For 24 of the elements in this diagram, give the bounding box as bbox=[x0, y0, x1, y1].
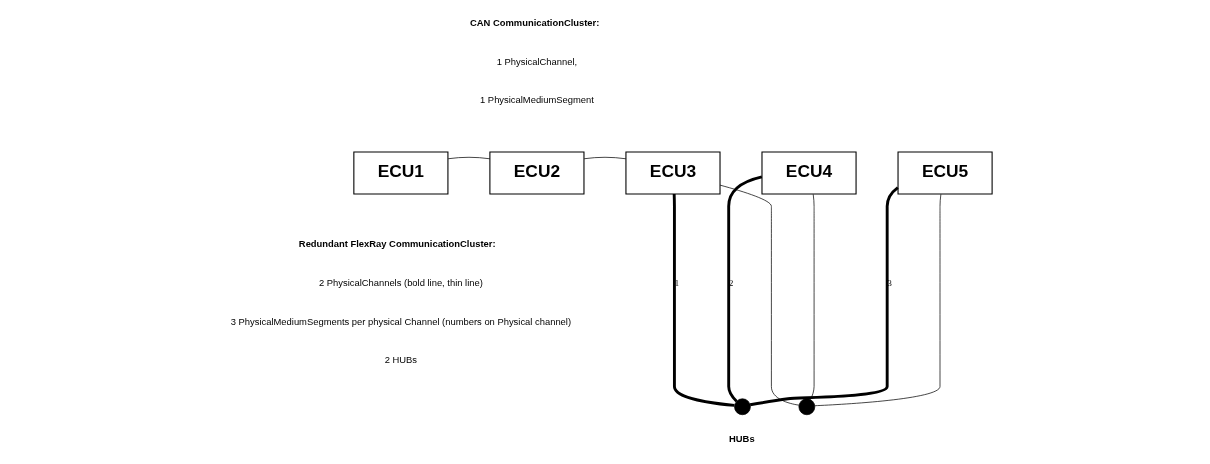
node-box: ECU2 bbox=[488, 151, 584, 195]
node-circle bbox=[798, 398, 815, 416]
connector bbox=[672, 194, 734, 407]
connector bbox=[726, 175, 762, 403]
connector bbox=[447, 156, 490, 160]
edge-label: 1 bbox=[674, 277, 679, 288]
label: 2 PhysicalChannels (bold line, thin line) bbox=[318, 277, 483, 289]
label: 2 HUBs bbox=[384, 353, 417, 365]
label: Redundant FlexRay CommunicationCluster: bbox=[298, 238, 496, 250]
node-box: ECU4 bbox=[760, 151, 857, 195]
label: HUBs bbox=[728, 432, 755, 444]
label: 1 PhysicalMediumSegment bbox=[479, 94, 594, 106]
node-circle bbox=[733, 398, 751, 416]
connector bbox=[813, 194, 941, 407]
node-box: ECU1 bbox=[352, 151, 448, 195]
node-box: ECU3 bbox=[624, 151, 721, 195]
label: 3 PhysicalMediumSegments per physical Channel (numbers on Physical channel) bbox=[230, 315, 571, 327]
node-box: ECU5 bbox=[897, 151, 993, 195]
connector bbox=[583, 156, 626, 160]
connector bbox=[749, 186, 899, 407]
connector bbox=[719, 184, 799, 406]
edge-label: 3 bbox=[887, 277, 892, 288]
label: 1 PhysicalChannel, bbox=[496, 55, 577, 67]
label: CAN CommunicationCluster: bbox=[469, 16, 599, 28]
